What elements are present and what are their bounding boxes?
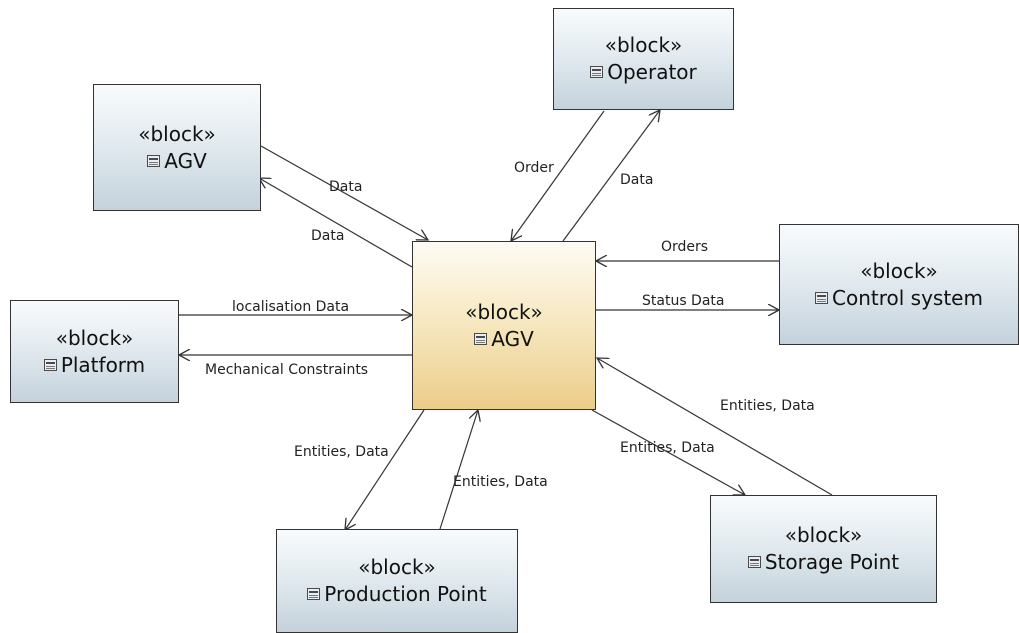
flow-order-line[interactable] (511, 110, 605, 241)
flow-label-storage-in: Entities, Data (720, 398, 815, 414)
flow-label-production-out: Entities, Data (294, 444, 389, 460)
flow-label-localisation-data: localisation Data (232, 299, 350, 315)
flow-agv-to-main-line[interactable] (260, 145, 428, 240)
block-platform[interactable]: «block» Platform (10, 300, 179, 403)
block-operator[interactable]: «block» Operator (553, 8, 734, 110)
block-name: AGV (164, 148, 207, 173)
flow-label-order: Order (514, 160, 554, 176)
block-stereotype: «block» (604, 33, 683, 57)
block-stereotype: «block» (138, 121, 216, 146)
flow-operator-data-line[interactable] (562, 110, 660, 242)
block-name: Storage Point (764, 550, 900, 574)
flow-label-orders: Orders (661, 239, 709, 255)
flow-label-agv-data-out: Data (311, 228, 345, 244)
flow-from-production-line[interactable] (439, 410, 478, 530)
block-stereotype: «block» (358, 555, 436, 579)
block-name: Operator (607, 60, 697, 84)
block-icon (590, 66, 604, 78)
block-icon (747, 556, 761, 568)
block-icon (43, 358, 57, 371)
flow-to-production-line[interactable] (345, 409, 425, 530)
flow-label-mechanical-constraints: Mechanical Constraints (205, 362, 369, 378)
flow-label-agv-data-in: Data (329, 179, 363, 195)
block-name: Control system (832, 285, 983, 310)
flow-label-production-in: Entities, Data (453, 474, 548, 490)
block-stereotype: «block» (860, 258, 938, 283)
block-agv-external[interactable]: «block» AGV (93, 84, 261, 211)
block-icon (474, 332, 488, 345)
block-icon (147, 154, 161, 167)
block-storage-point[interactable]: «block» Storage Point (710, 495, 937, 603)
block-stereotype: «block» (55, 325, 134, 350)
block-icon (815, 291, 829, 304)
flow-label-operator-data: Data (620, 172, 654, 188)
flow-main-to-agv-line[interactable] (259, 178, 413, 268)
flow-label-status-data: Status Data (642, 293, 725, 309)
block-agv-main[interactable]: «block» AGV (412, 241, 596, 410)
flow-to-storage-line[interactable] (591, 409, 745, 495)
block-name: Production Point (324, 582, 487, 606)
block-stereotype: «block» (784, 523, 863, 547)
flow-label-storage-out: Entities, Data (620, 440, 715, 456)
flow-from-storage-line[interactable] (597, 358, 833, 496)
block-control-system[interactable]: «block» Control system (779, 224, 1019, 345)
block-stereotype: «block» (465, 299, 543, 324)
block-production-point[interactable]: «block» Production Point (276, 529, 518, 633)
block-name: Platform (60, 352, 146, 377)
block-name: AGV (491, 326, 534, 351)
block-icon (307, 588, 321, 600)
